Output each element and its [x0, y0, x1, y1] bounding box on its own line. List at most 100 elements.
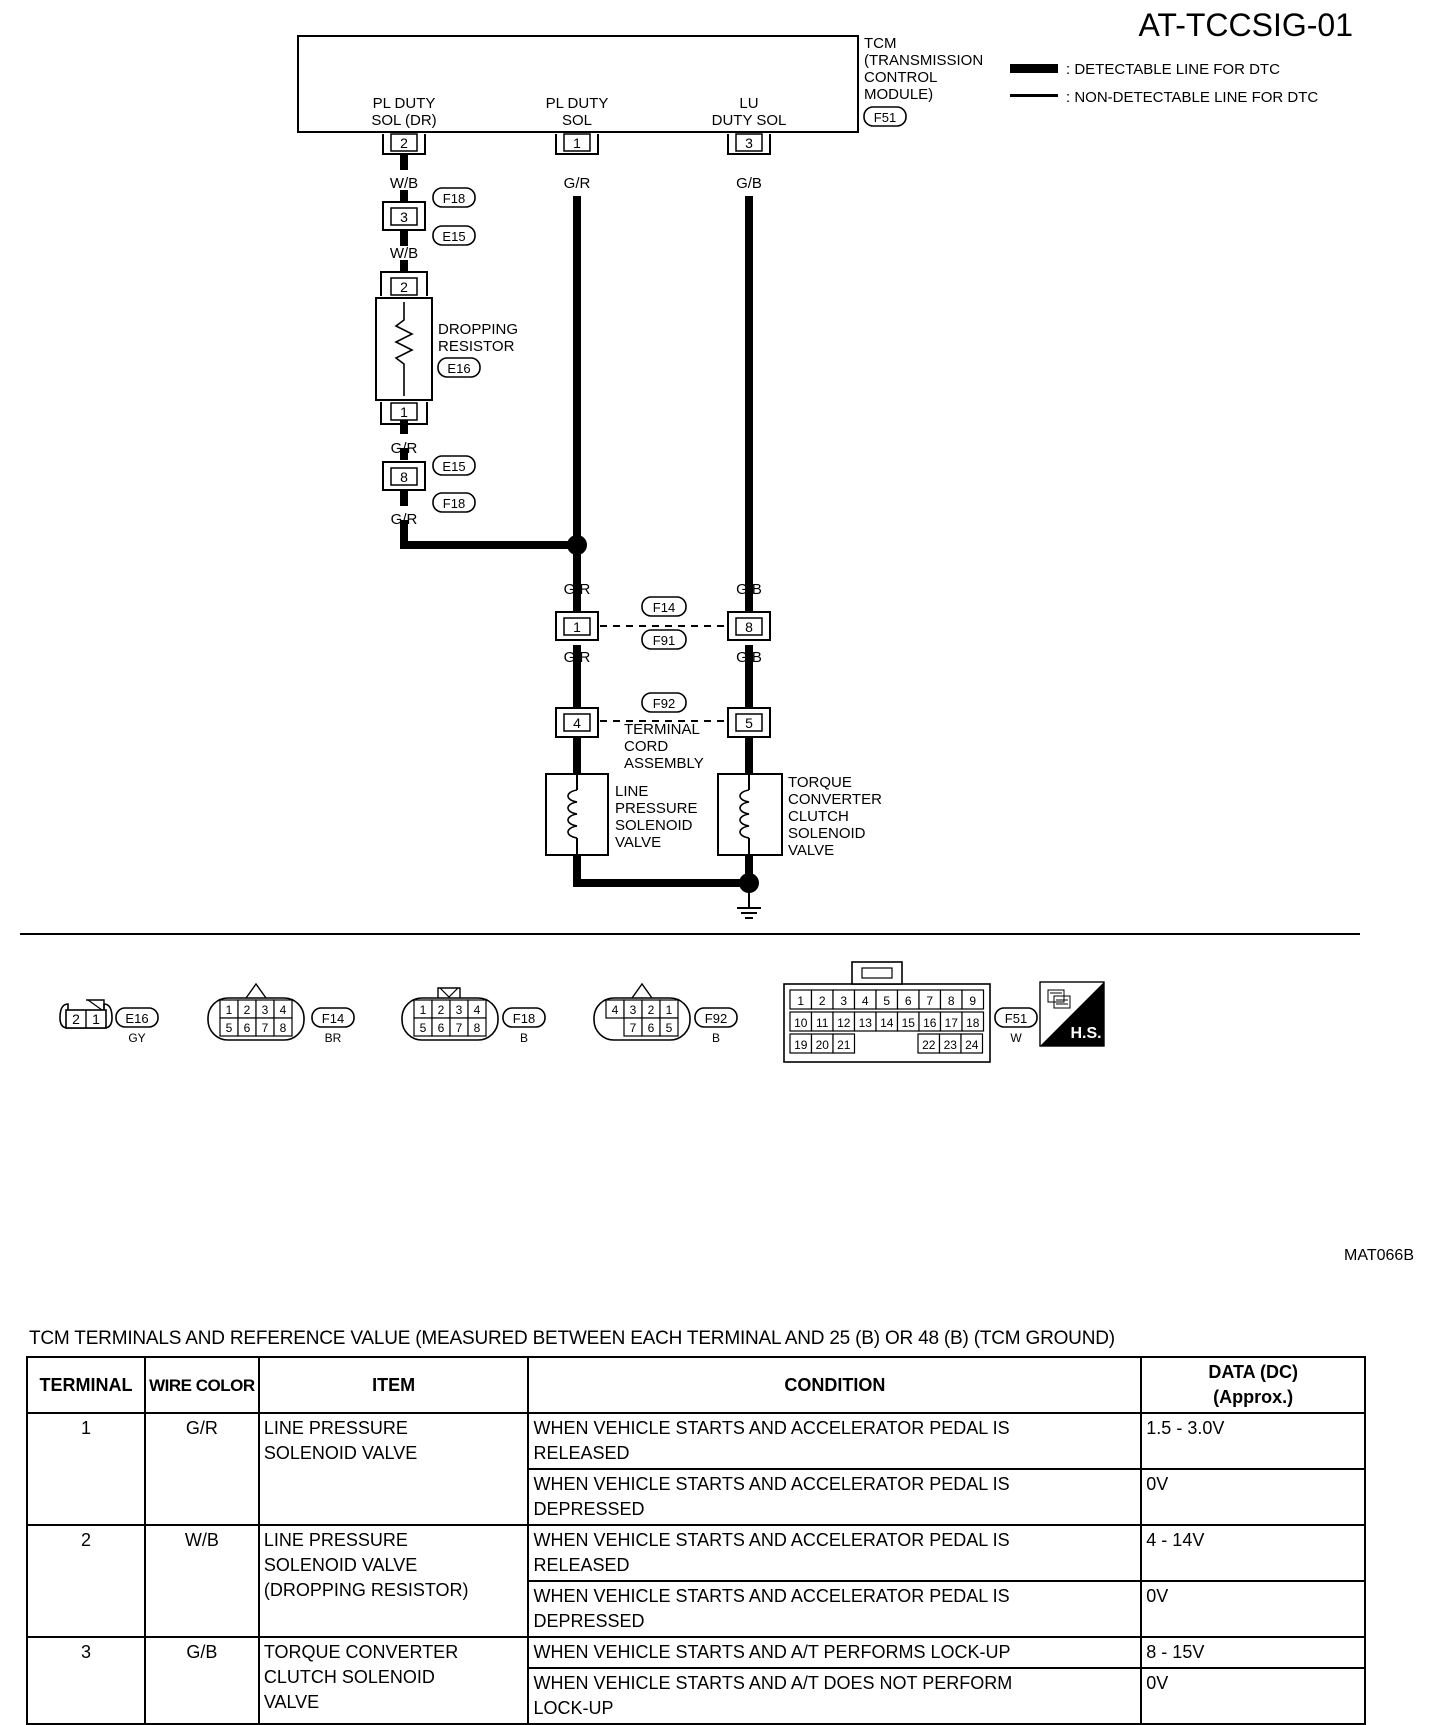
resistor-pin-1: 1 [400, 404, 408, 420]
row3-condition-b: WHEN VEHICLE STARTS AND A/T DOES NOT PER… [527, 1667, 1143, 1725]
row1-item-2: SOLENOID VALVE [263, 1443, 418, 1463]
connector-f14-f91: 1 8 F14 F91 [555, 596, 771, 650]
row2-item-1: LINE PRESSURE [263, 1530, 408, 1550]
e16-id: E16 [125, 1011, 148, 1026]
row3-item-1: TORQUE CONVERTER [263, 1642, 459, 1662]
row3-item-3: VALVE [263, 1692, 320, 1712]
pin-8: 8 [474, 1021, 481, 1035]
pin-18: 18 [966, 1016, 980, 1030]
connector-e15-f18-b: 8 E15 F18 [382, 455, 476, 513]
wire-label-gr-3: G/R [564, 649, 591, 666]
row2-condition-b: WHEN VEHICLE STARTS AND ACCELERATOR PEDA… [527, 1580, 1143, 1638]
dropping-resistor: 2 1 DROPPING RESISTOR E16 [375, 271, 518, 425]
row3-wire-color: G/B [143, 1636, 260, 1725]
pin-5-f92: 5 [745, 715, 753, 731]
pin-2: 2 [819, 994, 826, 1008]
terminal-cord-label-3: ASSEMBLY [624, 755, 704, 772]
pin-2: 2 [648, 1003, 655, 1017]
pin-cell [961, 989, 985, 1010]
pin-3: 3 [456, 1003, 463, 1017]
connector-illustration-icon [1047, 989, 1071, 1009]
f51-id: F51 [1005, 1011, 1027, 1026]
tcm-terminal-label-3a: LU [739, 95, 758, 112]
wire-label-gr-left-2: G/R [391, 511, 418, 528]
diagram-id: AT-TCCSIG-01 [1138, 7, 1353, 43]
pin-10: 10 [794, 1016, 808, 1030]
resistor-pin-2: 2 [400, 279, 408, 295]
line-pressure-solenoid: LINE PRESSURE SOLENOID VALVE [545, 773, 698, 856]
pin-6: 6 [905, 994, 912, 1008]
row1-cond-b-1: WHEN VEHICLE STARTS AND ACCELERATOR PEDA… [533, 1474, 1010, 1494]
torque-converter-solenoid: TORQUE CONVERTER CLUTCH SOLENOID VALVE [717, 773, 882, 859]
pin-17: 17 [945, 1016, 959, 1030]
pin-3: 3 [630, 1003, 637, 1017]
pin-6: 6 [648, 1021, 655, 1035]
tcm-reference-section: TCM TERMINALS AND REFERENCE VALUE (MEASU… [26, 1328, 1366, 1725]
tcm-full-name-1: (TRANSMISSION [864, 52, 983, 69]
f14-id: F14 [322, 1011, 344, 1026]
connector-view-e16: 2 1 E16 GY [59, 999, 159, 1045]
pin-1: 1 [666, 1003, 673, 1017]
figure-code: MAT066B [1344, 1247, 1414, 1264]
row2-cond-a-2: RELEASED [533, 1555, 630, 1575]
connector-id-f18: F18 [443, 191, 465, 206]
connector-id-e15-b: E15 [442, 459, 465, 474]
row1-data-a: 1.5 - 3.0V [1140, 1412, 1366, 1470]
connector-id-f18-b: F18 [443, 496, 465, 511]
pin-5: 5 [420, 1021, 427, 1035]
lp-label-4: VALVE [615, 834, 661, 851]
legend-thin-line [1010, 94, 1058, 97]
row3-condition-a: WHEN VEHICLE STARTS AND A/T PERFORMS LOC… [527, 1636, 1143, 1669]
wire-label-gr-1: G/R [564, 175, 591, 192]
pin-19: 19 [794, 1038, 808, 1052]
pin-8: 8 [400, 469, 408, 485]
wire-gr-ground [573, 855, 749, 887]
row1-condition-a: WHEN VEHICLE STARTS AND ACCELERATOR PEDA… [527, 1412, 1143, 1470]
e16-pin-2: 2 [72, 1011, 80, 1027]
table-row: WHEN VEHICLE STARTS AND ACCELERATOR PEDA… [27, 1580, 1366, 1638]
tcm-module: TCM (TRANSMISSION CONTROL MODULE) F51 PL… [297, 35, 983, 155]
legend: : DETECTABLE LINE FOR DTC : NON-DETECTAB… [1010, 61, 1318, 106]
row2-cond-b-1: WHEN VEHICLE STARTS AND ACCELERATOR PEDA… [533, 1586, 1010, 1606]
pin-5: 5 [666, 1021, 673, 1035]
wire-label-gb-3: G/B [736, 649, 762, 666]
row3-item: TORQUE CONVERTER CLUTCH SOLENOID VALVE [257, 1636, 530, 1725]
connector-id-f91: F91 [653, 633, 675, 648]
tcm-pin-bracket-1 [555, 134, 599, 155]
tcm-terminal-label-2b: SOL [562, 112, 592, 129]
pin-24: 24 [965, 1038, 979, 1052]
table-caption: TCM TERMINALS AND REFERENCE VALUE (MEASU… [29, 1328, 1115, 1349]
pin-8: 8 [280, 1021, 287, 1035]
pin-13: 13 [859, 1016, 873, 1030]
hs-badge: H.S. [1039, 981, 1105, 1047]
tc-label-3: CLUTCH [788, 808, 849, 825]
tcm-pin-bracket-3 [727, 134, 771, 155]
pin-6: 6 [438, 1021, 445, 1035]
pin-14: 14 [880, 1016, 894, 1030]
row1-terminal: 1 [26, 1412, 146, 1526]
legend-detectable: : DETECTABLE LINE FOR DTC [1066, 61, 1280, 78]
resistor-connector-id: E16 [447, 361, 470, 376]
pin-3: 3 [262, 1003, 269, 1017]
coil-icon [567, 789, 578, 839]
wire-label-gr-left-1: G/R [391, 440, 418, 457]
tc-label-2: CONVERTER [788, 791, 882, 808]
pin-1-f14: 1 [573, 619, 581, 635]
hs-label: H.S. [1070, 1025, 1101, 1042]
connector-f92: 4 5 F92 TERMINAL CORD ASSEMBLY [555, 692, 771, 772]
wire-gr-join [400, 520, 577, 549]
pin-4: 4 [280, 1003, 287, 1017]
table-row: 3 G/B TORQUE CONVERTER CLUTCH SOLENOID VAL… [26, 1636, 1366, 1725]
tcm-full-name-2: CONTROL [864, 69, 937, 86]
pin-1: 1 [420, 1003, 427, 1017]
row1-condition-b: WHEN VEHICLE STARTS AND ACCELERATOR PEDA… [527, 1468, 1143, 1526]
f51-color: W [1010, 1031, 1022, 1045]
row1-item-1: LINE PRESSURE [263, 1418, 408, 1438]
resistor-icon [394, 302, 414, 396]
row2-cond-b-2: DEPRESSED [533, 1611, 645, 1631]
row3-terminal: 3 [26, 1636, 146, 1725]
header-terminal: TERMINAL [26, 1356, 146, 1414]
row3-item-2: CLUTCH SOLENOID [263, 1667, 435, 1687]
pin-7: 7 [262, 1021, 269, 1035]
